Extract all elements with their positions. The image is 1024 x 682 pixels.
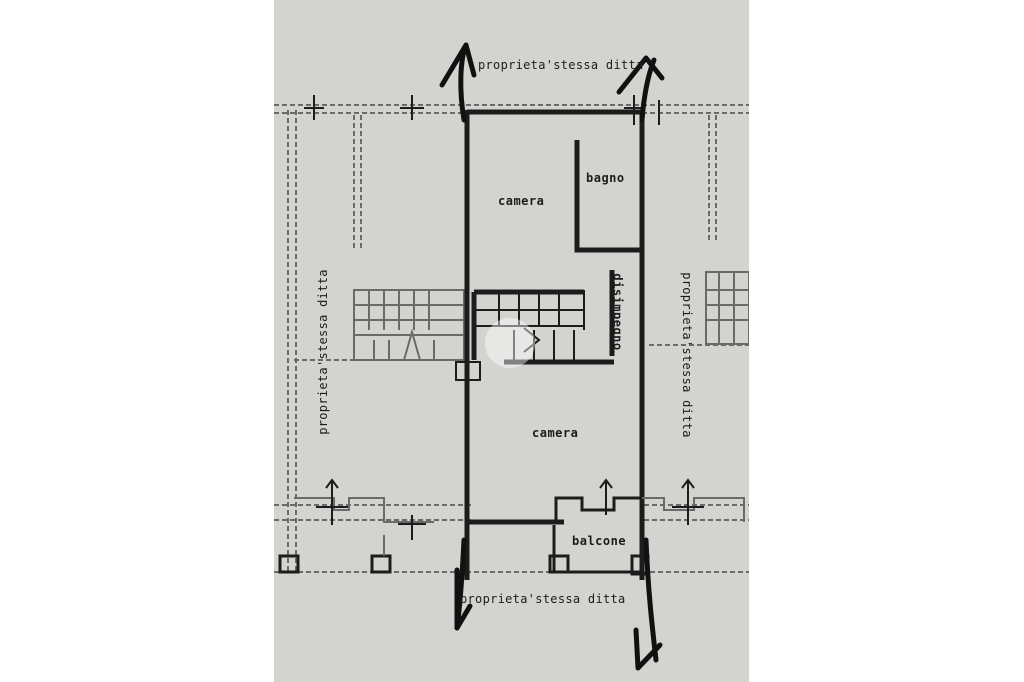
balcony-outline xyxy=(278,496,650,576)
watermark-logo xyxy=(485,318,535,368)
room-label-camera-top: camera xyxy=(498,194,545,208)
room-label-disimpegno: disimpegno xyxy=(610,273,625,351)
neighbour-stairs-right xyxy=(705,271,749,345)
floor-plan-drawing xyxy=(274,42,749,671)
room-label-bagno: bagno xyxy=(586,171,625,185)
property-label-bottom: proprieta'stessa ditta xyxy=(460,592,626,606)
unit-walls xyxy=(464,109,645,580)
ventilation-arrows xyxy=(304,95,704,540)
neighbour-stairs-left xyxy=(353,289,465,361)
room-label-camera-bottom: camera xyxy=(532,426,579,440)
property-label-left: proprieta'stessa ditta xyxy=(315,269,330,435)
property-label-right: proprieta'stessa ditta xyxy=(679,272,694,438)
boundary-lines xyxy=(274,104,749,573)
room-label-balcone: balcone xyxy=(572,534,627,548)
property-label-top: proprieta'stessa ditta xyxy=(478,58,644,72)
boundary-arrows xyxy=(439,42,665,671)
floor-plan-sheet: proprieta'stessa ditta proprieta'stessa … xyxy=(274,0,749,682)
neighbour-facade xyxy=(294,497,745,556)
unit-stairs xyxy=(455,290,585,381)
